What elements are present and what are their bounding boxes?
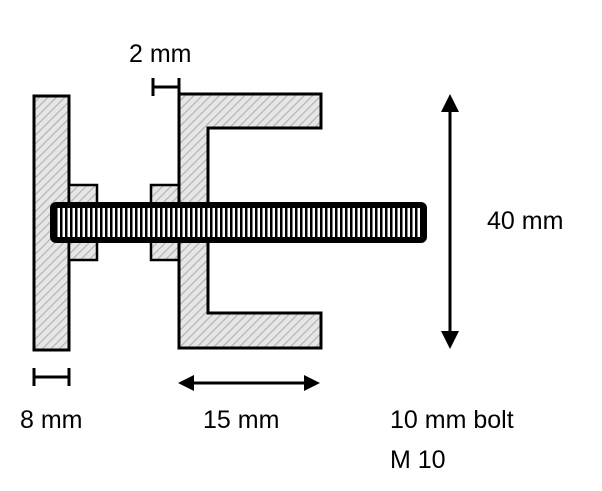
gap-label: 2 mm (129, 40, 192, 68)
height-label: 40 mm (487, 207, 564, 235)
bolt-label: 10 mm bolt (390, 406, 514, 434)
bolt-size-label: M 10 (390, 446, 446, 474)
plate-thickness-dimension (32, 368, 71, 386)
height-arrow (441, 94, 459, 349)
gap-dimension (151, 78, 181, 96)
flange-width-label: 15 mm (203, 406, 280, 434)
plate-thickness-label: 8 mm (20, 406, 83, 434)
threaded-bolt (50, 202, 427, 243)
flange-width-arrow (178, 375, 320, 391)
